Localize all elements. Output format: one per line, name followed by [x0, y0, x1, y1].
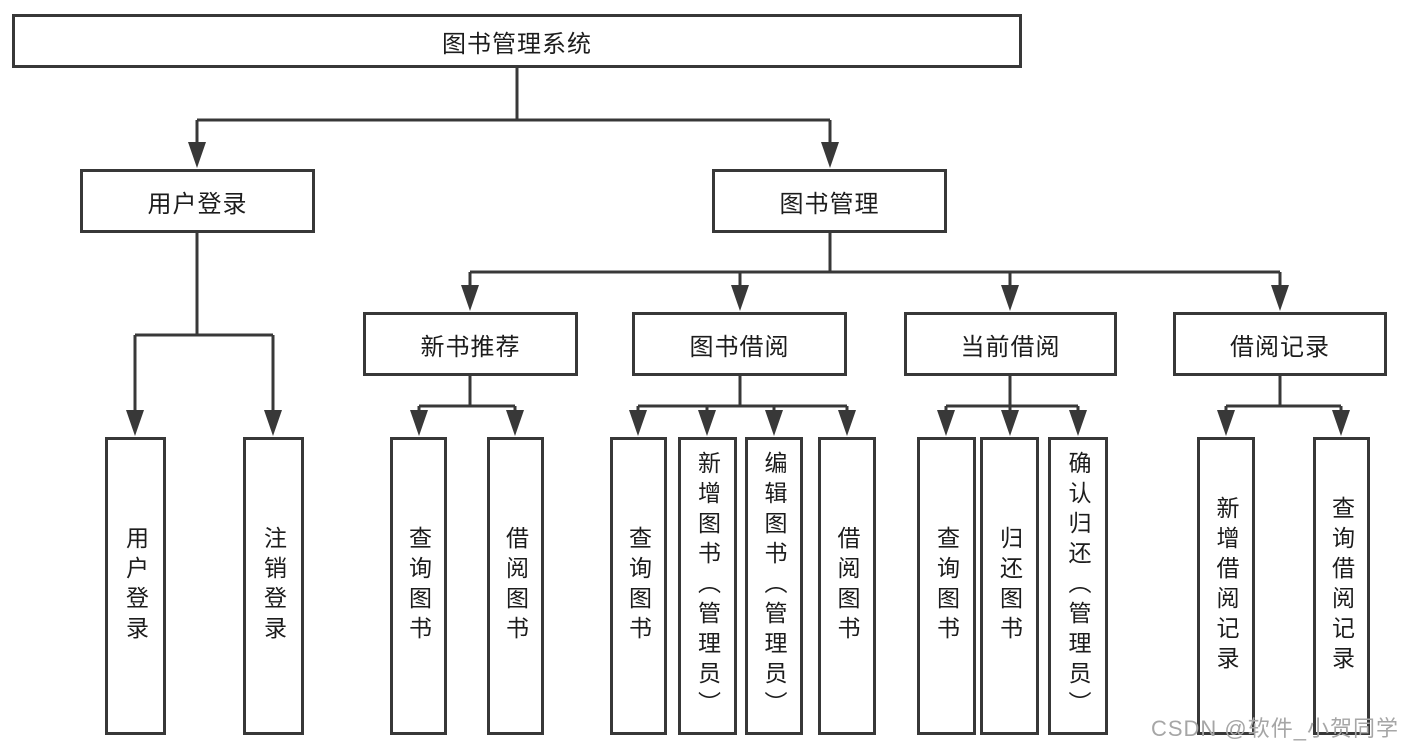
arrowhead-icon — [1332, 410, 1350, 436]
arrowhead-icon — [629, 410, 647, 436]
node-current-borrowing-label: 当前借阅 — [960, 333, 1061, 361]
csdn-watermark: CSDN @软件_小贺同学 — [1150, 716, 1399, 741]
node-book-borrowing: 图书借阅 — [632, 312, 847, 376]
arrowhead-icon — [731, 285, 749, 311]
arrowhead-icon — [1271, 285, 1289, 311]
leaf-return-books: 归还图书 — [980, 437, 1039, 735]
node-current-borrowing: 当前借阅 — [904, 312, 1117, 376]
leaf-user-login: 用户登录 — [105, 437, 166, 735]
node-borrowing-records: 借阅记录 — [1173, 312, 1387, 376]
leaf-query-books-current: 查询图书 — [917, 437, 976, 735]
leaf-query-borrow-record-label: 查询借阅记录 — [1328, 496, 1355, 676]
arrowhead-icon — [698, 410, 716, 436]
fork-user-login — [133, 233, 275, 412]
arrowhead-icon — [126, 410, 144, 436]
node-book-management: 图书管理 — [712, 169, 947, 233]
node-new-book-recommendation-label: 新书推荐 — [420, 333, 521, 361]
arrowhead-icon — [1001, 410, 1019, 436]
leaf-borrow-books-borrowing: 借阅图书 — [818, 437, 876, 735]
arrowhead-icon — [506, 410, 524, 436]
fork-book-borrowing — [636, 376, 849, 412]
node-root-label: 图书管理系统 — [442, 30, 592, 58]
fork-new-book-recommendation — [417, 376, 517, 412]
node-book-borrowing-label: 图书借阅 — [689, 333, 790, 361]
fork-book-management — [468, 233, 1282, 287]
arrowhead-icon — [1001, 285, 1019, 311]
leaf-query-books-borrowing: 查询图书 — [610, 437, 667, 735]
leaf-confirm-return-admin: 确认归还（管理员） — [1048, 437, 1108, 735]
arrowhead-icon — [1069, 410, 1087, 436]
node-user-login: 用户登录 — [80, 169, 315, 233]
arrowhead-icon — [461, 285, 479, 311]
leaf-add-borrow-record-label: 新增借阅记录 — [1213, 496, 1239, 676]
node-book-management-label: 图书管理 — [779, 190, 880, 218]
leaf-confirm-return-admin-label: 确认归还（管理员） — [1065, 451, 1091, 721]
leaf-return-books-label: 归还图书 — [996, 526, 1023, 646]
node-root: 图书管理系统 — [12, 14, 1022, 68]
fork-current-borrowing — [944, 376, 1080, 412]
fork-borrowing-records — [1224, 376, 1343, 412]
arrowhead-icon — [937, 410, 955, 436]
leaf-edit-books-admin-label: 编辑图书（管理员） — [761, 451, 787, 721]
arrowhead-icon — [1217, 410, 1235, 436]
leaf-logout: 注销登录 — [243, 437, 304, 735]
node-new-book-recommendation: 新书推荐 — [363, 312, 578, 376]
fork-root — [195, 68, 832, 144]
leaf-edit-books-admin: 编辑图书（管理员） — [745, 437, 803, 735]
leaf-query-books-current-label: 查询图书 — [933, 526, 960, 646]
leaf-query-books-recommend: 查询图书 — [390, 437, 447, 735]
leaf-borrow-books-recommend-label: 借阅图书 — [502, 526, 529, 646]
arrowhead-icon — [188, 142, 206, 168]
leaf-query-borrow-record: 查询借阅记录 — [1313, 437, 1370, 735]
arrowhead-icon — [264, 410, 282, 436]
leaf-query-books-recommend-label: 查询图书 — [405, 526, 432, 646]
arrowhead-icon — [821, 142, 839, 168]
leaf-add-books-admin-label: 新增图书（管理员） — [694, 451, 721, 721]
leaf-add-books-admin: 新增图书（管理员） — [678, 437, 737, 735]
arrowhead-icon — [838, 410, 856, 436]
leaf-query-books-borrowing-label: 查询图书 — [625, 526, 652, 646]
node-borrowing-records-label: 借阅记录 — [1230, 333, 1330, 361]
arrowhead-icon — [410, 410, 428, 436]
node-user-login-label: 用户登录 — [147, 190, 248, 218]
leaf-user-login-label: 用户登录 — [122, 526, 149, 646]
leaf-add-borrow-record: 新增借阅记录 — [1197, 437, 1255, 735]
arrowhead-icon — [765, 410, 783, 436]
leaf-borrow-books-borrowing-label: 借阅图书 — [834, 526, 860, 646]
leaf-logout-label: 注销登录 — [260, 526, 287, 646]
leaf-borrow-books-recommend: 借阅图书 — [487, 437, 544, 735]
